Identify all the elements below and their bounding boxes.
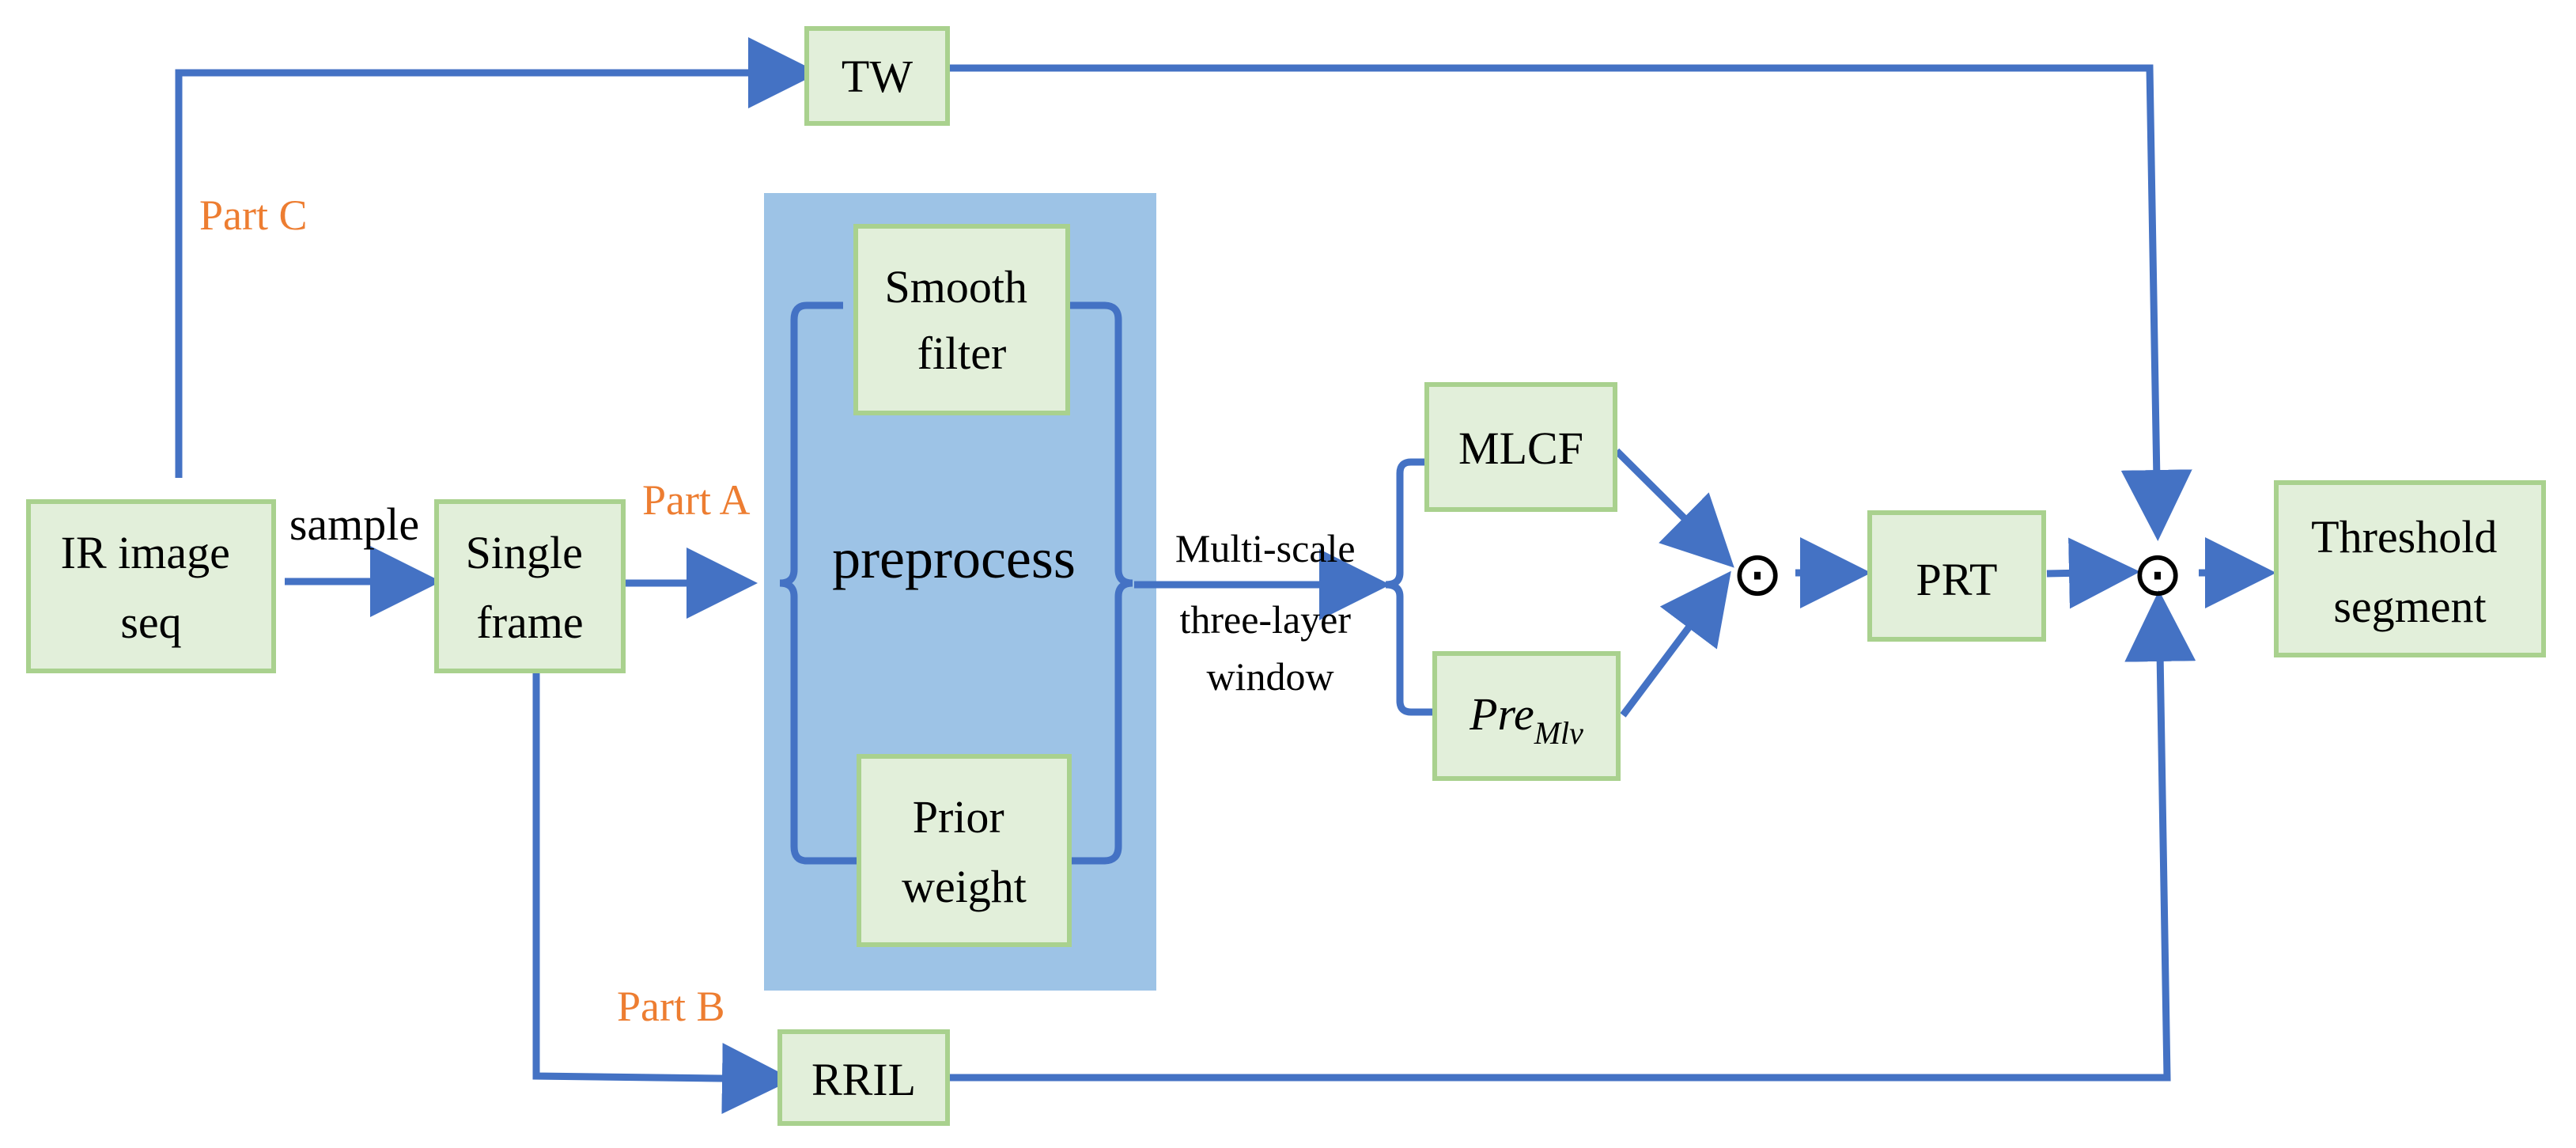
- prt-box: [1867, 510, 2046, 642]
- premlv-sub: Mlv: [1534, 715, 1583, 751]
- window-label: Multi-scale three-layer window: [1175, 526, 1365, 699]
- part-a-label: Part A: [642, 476, 751, 524]
- prior-weight-box: [857, 754, 1072, 947]
- edge-tw-to-op2: [948, 64, 2192, 541]
- single-frame-box: [434, 499, 626, 673]
- branch-bracket: [1385, 458, 1436, 716]
- rril-box: [777, 1029, 950, 1126]
- part-b-label: Part B: [617, 983, 725, 1030]
- preprocess-label: preprocess: [832, 527, 1076, 590]
- ir-seq-label: IR image seq: [61, 527, 242, 648]
- part-c-label: Part C: [199, 191, 308, 239]
- prior-weight-line1: Prior: [913, 791, 1004, 843]
- mlcf-label: MLCF: [1458, 422, 1583, 474]
- sample-label: sample: [289, 498, 419, 550]
- prior-weight-line2: weight: [902, 861, 1027, 912]
- smooth-filter-line2: filter: [917, 328, 1007, 379]
- rril-label: RRIL: [811, 1054, 916, 1105]
- premlv-box: [1432, 651, 1621, 781]
- ir-seq-box: [26, 499, 276, 673]
- mlcf-box: [1424, 382, 1617, 512]
- single-frame-label: Single frame: [466, 527, 595, 648]
- prt-label: PRT: [1916, 554, 1998, 605]
- threshold-segment-line1: Threshold: [2311, 511, 2497, 563]
- edge-frame-to-rril: [532, 673, 793, 1115]
- tw-label: TW: [842, 51, 913, 102]
- preprocess-right-bracket: [1068, 301, 1133, 865]
- edge-seq-to-tw: [175, 37, 819, 478]
- prior-weight-label: Prior weight: [902, 791, 1027, 912]
- connections: [175, 37, 2276, 1115]
- edge-premlv-to-op1: [1620, 570, 1731, 718]
- tw-box: [804, 26, 950, 126]
- threshold-segment-line2: segment: [2333, 581, 2486, 632]
- ir-seq-line2: seq: [120, 597, 181, 648]
- preprocess-left-bracket: [779, 301, 857, 865]
- hadamard-op-1: ⊙: [1731, 539, 1783, 610]
- single-frame-line1: Single: [466, 527, 583, 578]
- edge-prt-to-op2: [2046, 537, 2140, 609]
- smooth-filter-box: [853, 224, 1070, 415]
- smooth-filter-line1: Smooth: [885, 261, 1028, 313]
- premlv-label: PreMlv: [1469, 688, 1583, 751]
- window-line3: window: [1206, 654, 1333, 699]
- smooth-filter-label: Smooth filter: [885, 261, 1039, 379]
- window-line1: Multi-scale: [1175, 526, 1356, 570]
- threshold-segment-box: [2274, 480, 2546, 657]
- edge-mlcf-to-op1: [1613, 448, 1734, 568]
- single-frame-line2: frame: [476, 597, 583, 648]
- edge-rril-to-op2: [948, 590, 2196, 1082]
- window-line2: three-layer: [1179, 597, 1351, 642]
- premlv-base: Pre: [1469, 688, 1534, 740]
- hadamard-op-2: ⊙: [2132, 539, 2183, 610]
- ir-seq-line1: IR image: [61, 527, 230, 578]
- threshold-segment-label: Threshold segment: [2311, 511, 2509, 632]
- node-boxes: [26, 26, 2546, 1126]
